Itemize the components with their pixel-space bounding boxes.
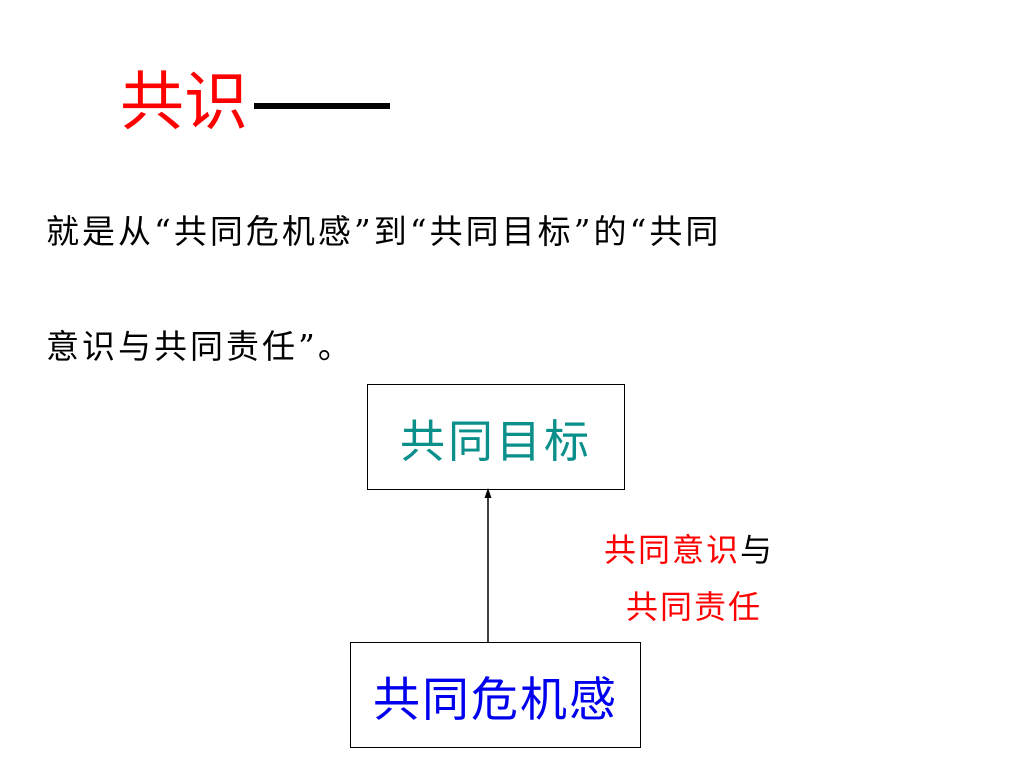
title-text: 共识 [120, 66, 248, 140]
relation-label-red-1: 共同意识 [604, 531, 741, 569]
common-crisis-label: 共同危机感 [373, 672, 618, 728]
relation-label-line-2: 共同责任 [626, 588, 763, 626]
upward-arrow [484, 488, 492, 642]
definition-line-1: 就是从“共同危机感”到“共同目标”的“共同 [46, 212, 722, 251]
title-dash [254, 102, 390, 109]
slide-title: 共识 [120, 58, 390, 148]
relation-label-line-1: 共同意识与 [604, 525, 774, 571]
relation-label-black: 与 [740, 531, 775, 569]
definition-line-2: 意识与共同责任”。 [46, 327, 354, 366]
common-goal-box: 共同目标 [367, 384, 625, 490]
common-crisis-box: 共同危机感 [350, 642, 641, 748]
common-goal-label: 共同目标 [399, 414, 592, 468]
arrow-head [484, 488, 492, 498]
